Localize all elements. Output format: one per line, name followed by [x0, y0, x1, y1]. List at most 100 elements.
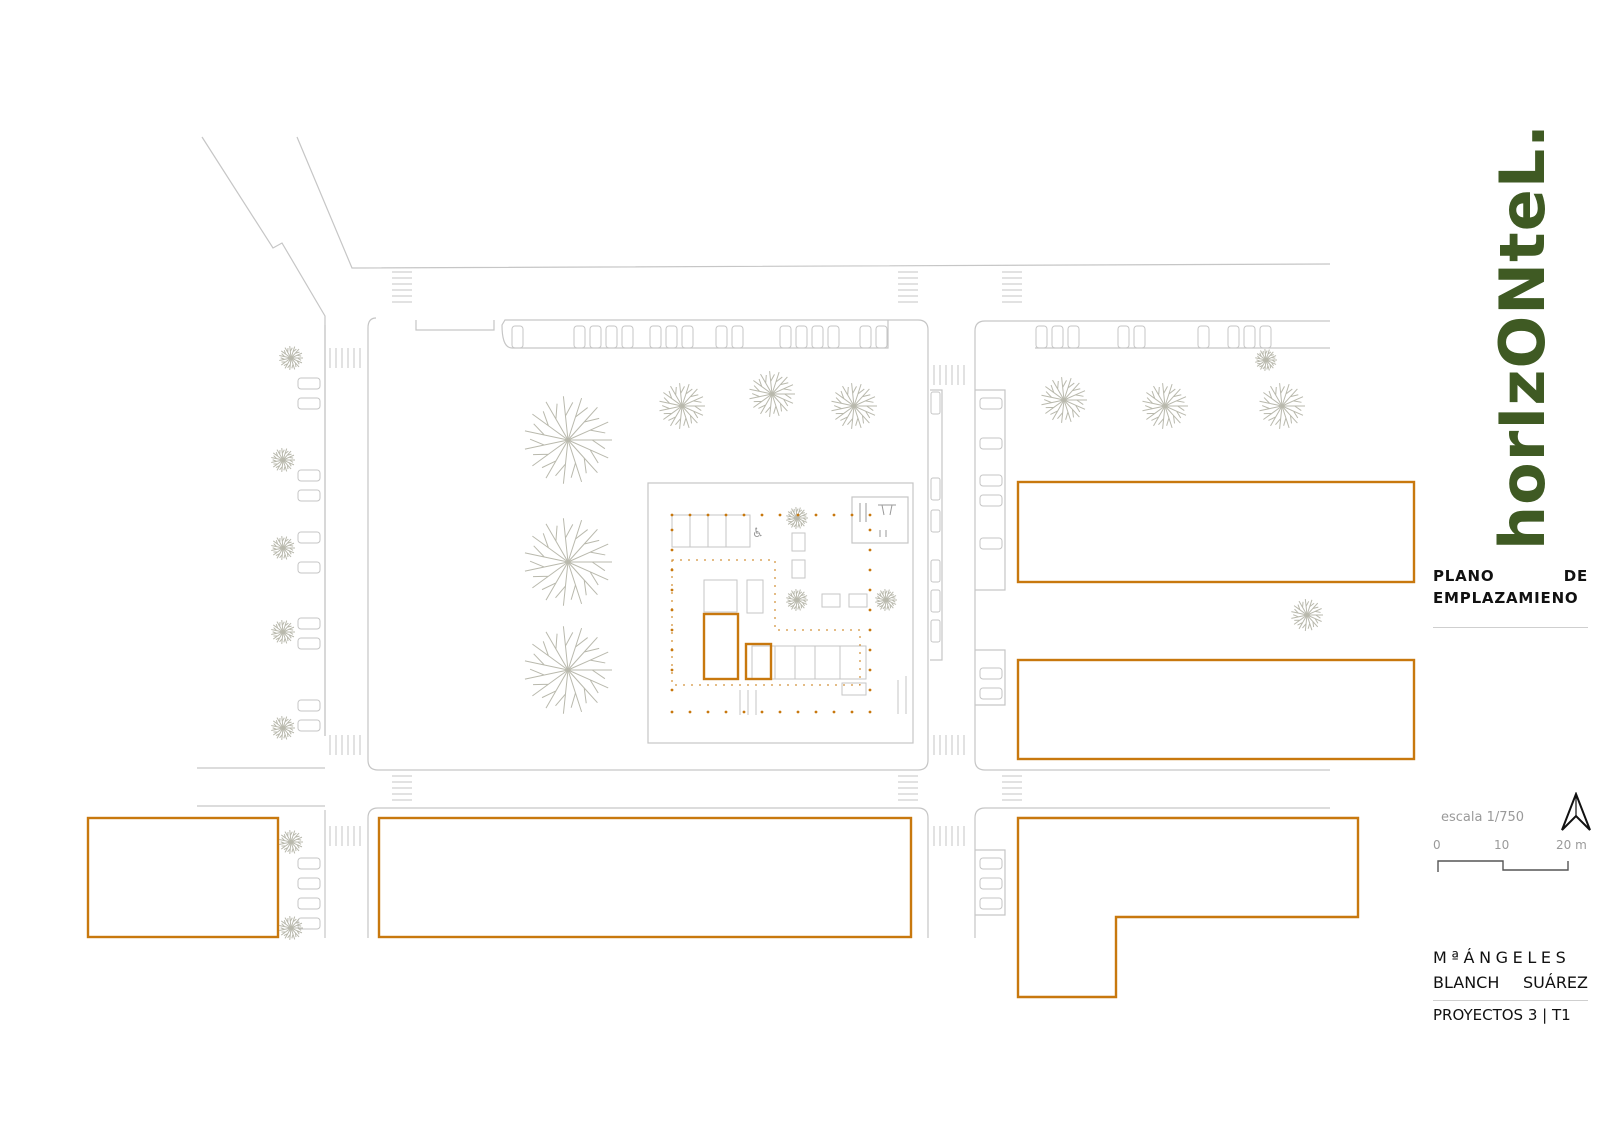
bollard-dot	[724, 513, 728, 517]
tree-icon	[524, 396, 612, 484]
scale-label: escala 1/750	[1441, 810, 1525, 825]
parking-bay	[979, 897, 1003, 910]
parking-bay	[715, 325, 728, 349]
bollard-dot	[814, 710, 818, 714]
parking-bay	[1035, 325, 1048, 349]
tree-icon	[279, 830, 303, 854]
parking-bay	[297, 469, 321, 482]
parking-bay	[731, 325, 744, 349]
bollard-dot	[670, 648, 674, 652]
parking-bay	[1197, 325, 1210, 349]
title-word-de: DE	[1563, 567, 1588, 585]
bollard-dot	[670, 548, 674, 552]
brand-logo: horIzONteL.	[1486, 123, 1559, 550]
scale-bar	[1437, 860, 1569, 872]
bollard-dot	[742, 513, 746, 517]
parking-bay	[573, 325, 586, 349]
bollard-dot	[670, 688, 674, 692]
bollard-dot	[670, 628, 674, 632]
title-line-emplazamieno: EMPLAZAMIENO	[1433, 589, 1579, 607]
tree-icon	[659, 383, 705, 429]
parking-bay	[297, 489, 321, 502]
parking-bay	[621, 325, 634, 349]
bollard-dot	[868, 568, 872, 572]
hotel-stair-core	[744, 642, 773, 681]
scale-tick-20: 20 m	[1556, 838, 1587, 852]
parking-bay	[605, 325, 618, 349]
tree-icon	[524, 626, 612, 714]
tree-icon	[1291, 599, 1323, 631]
bollard-dot	[670, 588, 674, 592]
parking-bay	[795, 325, 808, 349]
parking-bay	[979, 667, 1003, 680]
bollard-dot	[868, 668, 872, 672]
street-lines	[197, 136, 1331, 938]
course-label: PROYECTOS 3 | T1	[1433, 1006, 1571, 1024]
bollard-dot	[832, 710, 836, 714]
bollard-dot	[868, 608, 872, 612]
bollard-dot	[850, 513, 854, 517]
bollard-dot	[832, 513, 836, 517]
parking-bay	[681, 325, 694, 349]
parking-bay	[979, 537, 1003, 550]
bollard-dot	[796, 710, 800, 714]
building-footprints	[86, 480, 1416, 999]
bollard-dot	[778, 513, 782, 517]
parking-bay	[589, 325, 602, 349]
tree-icon	[875, 589, 897, 611]
parking-bay	[930, 509, 941, 533]
parking-bay	[297, 699, 321, 712]
parking-bay	[930, 619, 941, 643]
bollard-dot	[670, 513, 674, 517]
playground-icon	[859, 503, 896, 537]
parking-bay	[979, 877, 1003, 890]
parking-bay	[297, 531, 321, 544]
bollard-dot	[670, 608, 674, 612]
parking-bay	[979, 474, 1003, 487]
parking-bay	[1133, 325, 1146, 349]
parking-bay	[979, 397, 1003, 410]
tree-icon	[271, 536, 295, 560]
crosswalks	[329, 271, 1022, 846]
parking-bay	[297, 617, 321, 630]
tree-icon	[1041, 377, 1087, 423]
bollard-dot	[670, 710, 674, 714]
tree-icon	[524, 518, 612, 606]
building-block-south	[377, 816, 913, 939]
tree-icon	[279, 916, 303, 940]
building-block-southwest	[86, 816, 280, 939]
scale-tick-0: 0	[1433, 838, 1441, 852]
building-block-east-2	[1016, 658, 1416, 761]
parking-bay	[1067, 325, 1080, 349]
parking-bays	[297, 325, 1272, 930]
bollard-dot	[688, 513, 692, 517]
author-first-name: MªÁNGELES	[1433, 948, 1571, 967]
parking-bay	[875, 325, 888, 349]
bollard-dot	[868, 710, 872, 714]
parking-bay	[811, 325, 824, 349]
bollard-dot	[868, 513, 872, 517]
bollard-dot	[706, 710, 710, 714]
bollard-dot	[814, 513, 818, 517]
bollard-dot	[868, 628, 872, 632]
parking-bay	[297, 719, 321, 732]
bollard-dot	[778, 710, 782, 714]
bollard-dot	[850, 710, 854, 714]
parking-bay	[930, 559, 941, 583]
parking-bay	[1051, 325, 1064, 349]
tree-icon	[786, 589, 808, 611]
parking-bay	[930, 391, 941, 415]
parking-bay	[297, 897, 321, 910]
tree-icon	[1255, 349, 1277, 371]
bollard-dot	[868, 528, 872, 532]
north-arrow-icon	[1561, 792, 1591, 831]
bollard-dot	[670, 528, 674, 532]
parking-bay	[827, 325, 840, 349]
parking-bay	[297, 877, 321, 890]
parking-bay	[930, 477, 941, 501]
tree-icon	[749, 371, 795, 417]
author-surname-1: BLANCH	[1433, 973, 1500, 992]
